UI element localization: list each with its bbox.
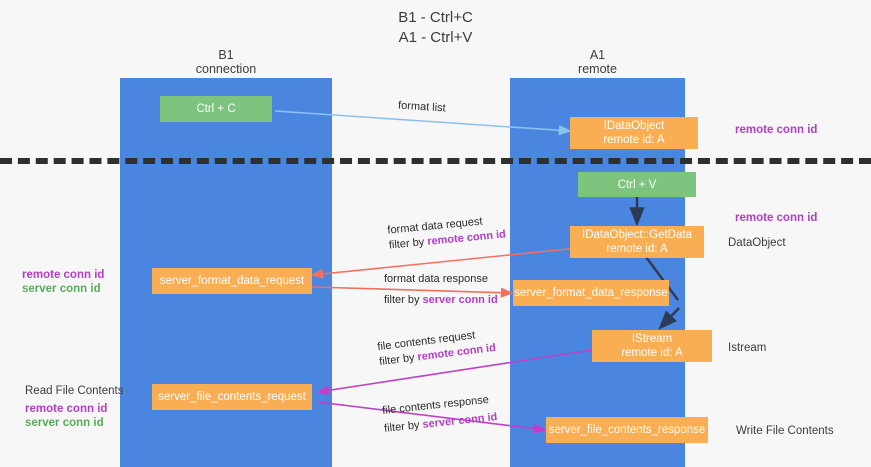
node-getdata-label: IDataObject::GetData xyxy=(582,229,692,241)
node-server-file-contents-request-label: server_file_contents_request xyxy=(158,391,306,403)
edge-label-fcr-filter-prefix: filter by xyxy=(378,351,419,369)
column-header-b1: B1 connection xyxy=(120,48,332,76)
column-header-b1-name: B1 xyxy=(218,48,234,62)
edge-label-format-data-response-text: format data response xyxy=(384,273,488,285)
left-label-remote-conn-id: remote conn id xyxy=(22,268,104,282)
edge-label-fdrsp-filter-prefix: filter by xyxy=(384,294,423,306)
node-istream[interactable]: IStream remote id: A xyxy=(592,330,712,362)
node-idataobject-getdata[interactable]: IDataObject::GetData remote id: A xyxy=(570,226,704,258)
edge-label-fdrsp-filter-token: server conn id xyxy=(422,294,498,306)
node-ctrl-c[interactable]: Ctrl + C xyxy=(160,96,272,122)
node-idataobject-sub: remote id: A xyxy=(603,134,665,146)
left-label-remote-conn-id-text: remote conn id xyxy=(22,269,105,281)
column-header-b1-sub: connection xyxy=(195,62,257,76)
right-label-remote-conn-id-mid-text: remote conn id xyxy=(735,212,818,224)
node-getdata-sub: remote id: A xyxy=(606,243,668,255)
left-label-server-conn-id-2: server conn id xyxy=(25,416,104,430)
right-label-istream: Istream xyxy=(728,341,766,355)
edge-label-format-list: format list xyxy=(398,99,447,117)
edge-label-fcrsp-filter-prefix: filter by xyxy=(383,418,424,435)
node-idataobject-label: IDataObject xyxy=(603,120,665,132)
page-title: B1 - Ctrl+C A1 - Ctrl+V xyxy=(0,8,871,48)
left-label-remote-conn-id-2: remote conn id xyxy=(25,402,107,416)
security-boundary-separator xyxy=(0,158,871,164)
right-label-write-file-contents: Write File Contents xyxy=(736,424,834,438)
title-line-2: A1 - Ctrl+V xyxy=(398,29,473,46)
right-label-remote-conn-id-top: remote conn id xyxy=(735,123,817,137)
right-label-dataobject-text: DataObject xyxy=(728,237,786,249)
edge-label-format-data-response: format data response filter by server co… xyxy=(384,272,498,308)
right-label-istream-text: Istream xyxy=(728,342,767,354)
node-server-format-data-response[interactable]: server_format_data_response xyxy=(513,280,669,306)
node-ctrl-v[interactable]: Ctrl + V xyxy=(578,172,696,197)
right-label-remote-conn-id-mid: remote conn id xyxy=(735,211,817,225)
node-server-file-contents-request[interactable]: server_file_contents_request xyxy=(152,384,312,410)
node-ctrl-c-label: Ctrl + C xyxy=(196,103,236,115)
edge-label-format-list-text: format list xyxy=(397,99,447,115)
node-server-format-data-request-label: server_format_data_request xyxy=(159,275,305,287)
left-label-read-file-contents: Read File Contents xyxy=(25,384,123,398)
left-label-server-conn-id: server conn id xyxy=(22,282,101,296)
edge-label-format-data-request: format data request filter by remote con… xyxy=(387,212,507,253)
edge-label-fdr-filter-prefix: filter by xyxy=(388,235,428,252)
node-istream-label: IStream xyxy=(631,333,673,345)
edge-label-file-contents-request: file contents request filter by remote c… xyxy=(377,326,497,370)
node-idataobject[interactable]: IDataObject remote id: A xyxy=(570,117,698,149)
right-label-write-file-contents-text: Write File Contents xyxy=(736,425,834,437)
node-istream-sub: remote id: A xyxy=(621,347,683,359)
left-label-remote-conn-id-2-text: remote conn id xyxy=(25,403,108,415)
left-label-server-conn-id-text: server conn id xyxy=(22,283,101,295)
node-server-format-data-response-label: server_format_data_response xyxy=(514,287,668,299)
node-server-format-data-request[interactable]: server_format_data_request xyxy=(152,268,312,294)
left-label-server-conn-id-2-text: server conn id xyxy=(25,417,104,429)
edge-label-fcrsp-filter-token: server conn id xyxy=(421,411,498,431)
edge-label-file-contents-response: file contents response filter by server … xyxy=(382,392,499,437)
title-line-1: B1 - Ctrl+C xyxy=(398,9,473,26)
column-header-a1-sub: remote xyxy=(578,62,617,76)
column-header-a1-name: A1 xyxy=(589,48,606,62)
node-server-file-contents-response-label: server_file_contents_response xyxy=(548,424,706,436)
right-label-remote-conn-id-top-text: remote conn id xyxy=(735,124,818,136)
right-label-dataobject: DataObject xyxy=(728,236,786,250)
column-header-a1: A1 remote xyxy=(510,48,685,76)
node-ctrl-v-label: Ctrl + V xyxy=(617,178,657,191)
node-server-file-contents-response[interactable]: server_file_contents_response xyxy=(546,417,708,443)
left-label-read-file-contents-text: Read File Contents xyxy=(25,385,124,397)
